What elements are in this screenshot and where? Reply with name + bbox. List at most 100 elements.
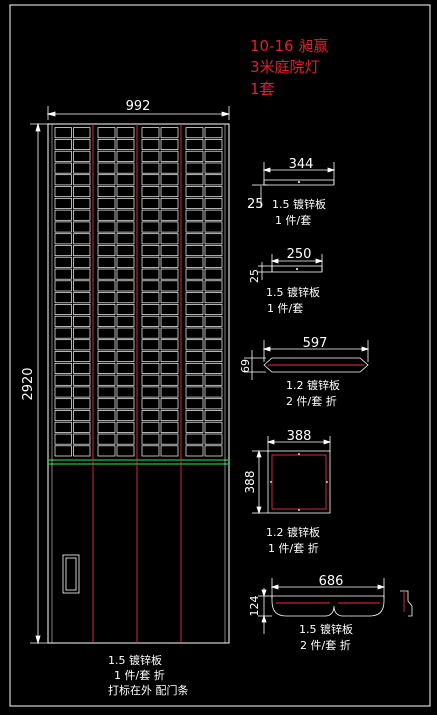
louver-slot bbox=[160, 197, 179, 209]
louver-slot bbox=[54, 315, 72, 327]
louver-slot bbox=[54, 150, 72, 162]
louver-slot bbox=[116, 304, 135, 315]
louver-slot bbox=[97, 362, 116, 374]
part-597: 597 69 1.2 镀锌板 2 件/套 折 bbox=[239, 336, 370, 408]
louver-slot bbox=[54, 245, 72, 257]
louver-slot bbox=[97, 351, 116, 363]
louver-slot bbox=[185, 139, 204, 150]
louver-slot bbox=[160, 433, 179, 445]
louver-slot bbox=[116, 362, 135, 374]
louver-slot bbox=[185, 445, 204, 457]
louver-slot bbox=[97, 386, 116, 398]
part-686-dim-side: 124 bbox=[248, 596, 261, 617]
louver-slot bbox=[73, 245, 91, 257]
louver-slot bbox=[160, 304, 179, 315]
louver-slot bbox=[160, 245, 179, 257]
drawing-frame bbox=[9, 4, 431, 707]
louver-slot bbox=[97, 445, 116, 457]
louver-slot bbox=[73, 374, 91, 386]
louver-grid bbox=[54, 127, 223, 457]
louver-slot bbox=[116, 410, 135, 422]
louver-slot bbox=[116, 374, 135, 386]
louver-slot bbox=[97, 150, 116, 162]
louver-slot bbox=[160, 209, 179, 221]
louver-slot bbox=[185, 339, 204, 351]
louver-slot bbox=[116, 256, 135, 268]
louver-slot bbox=[204, 127, 223, 139]
louver-slot bbox=[73, 362, 91, 374]
louver-slot bbox=[73, 304, 91, 315]
louver-slot bbox=[116, 351, 135, 363]
louver-slot bbox=[54, 186, 72, 198]
louver-slot bbox=[116, 150, 135, 162]
louver-slot bbox=[185, 351, 204, 363]
louver-slot bbox=[141, 374, 160, 386]
part-344-dim-side: 25 bbox=[247, 197, 264, 212]
louver-slot bbox=[54, 221, 72, 233]
part-250-dim-main: 250 bbox=[287, 247, 312, 262]
louver-slot bbox=[141, 162, 160, 174]
louver-slot bbox=[160, 315, 179, 327]
louver-slot bbox=[160, 421, 179, 433]
main-panel bbox=[47, 123, 230, 644]
louver-slot bbox=[185, 256, 204, 268]
louver-slot bbox=[54, 139, 72, 150]
louver-slot bbox=[141, 304, 160, 315]
louver-slot bbox=[204, 362, 223, 374]
louver-slot bbox=[54, 339, 72, 351]
louver-slot bbox=[116, 197, 135, 209]
louver-slot bbox=[160, 280, 179, 292]
louver-slot bbox=[160, 362, 179, 374]
louver-slot bbox=[204, 315, 223, 327]
louver-slot bbox=[73, 256, 91, 268]
louver-slot bbox=[73, 221, 91, 233]
louver-slot bbox=[141, 139, 160, 150]
louver-slot bbox=[97, 256, 116, 268]
part-344-qty: 1 件/套 bbox=[275, 214, 311, 227]
part-388-dim-side: 388 bbox=[243, 471, 257, 494]
louver-slot bbox=[160, 445, 179, 457]
louver-slot bbox=[97, 197, 116, 209]
louver-slot bbox=[116, 315, 135, 327]
louver-slot bbox=[116, 386, 135, 398]
louver-slot bbox=[54, 304, 72, 315]
louver-slot bbox=[97, 421, 116, 433]
louver-slot bbox=[54, 197, 72, 209]
louver-slot bbox=[141, 292, 160, 304]
louver-slot bbox=[204, 327, 223, 339]
title-line-3: 1套 bbox=[250, 80, 275, 98]
main-note-line-3: 打标在外 配门条 bbox=[108, 683, 189, 697]
louver-slot bbox=[97, 398, 116, 410]
louver-slot bbox=[141, 362, 160, 374]
louver-slot bbox=[97, 292, 116, 304]
louver-slot bbox=[73, 186, 91, 198]
louver-slot bbox=[204, 221, 223, 233]
louver-slot bbox=[204, 162, 223, 174]
louver-slot bbox=[73, 197, 91, 209]
louver-slot bbox=[141, 256, 160, 268]
louver-slot bbox=[116, 280, 135, 292]
louver-slot bbox=[116, 186, 135, 198]
part-597-qty: 2 件/套 折 bbox=[286, 394, 337, 408]
louver-slot bbox=[54, 410, 72, 422]
part-250-qty: 1 件/套 bbox=[267, 302, 303, 315]
louver-slot bbox=[204, 139, 223, 150]
louver-slot bbox=[204, 233, 223, 245]
louver-slot bbox=[97, 339, 116, 351]
part-250: 250 25 1.5 镀锌板 1 件/套 bbox=[248, 247, 324, 315]
louver-slot bbox=[54, 268, 72, 280]
louver-slot bbox=[116, 245, 135, 257]
part-686-material: 1.5 镀锌板 bbox=[299, 622, 353, 636]
louver-slot bbox=[141, 197, 160, 209]
main-note-line-1: 1.5 镀锌板 bbox=[108, 653, 162, 667]
louver-slot bbox=[160, 162, 179, 174]
louver-slot bbox=[116, 398, 135, 410]
louver-slot bbox=[97, 209, 116, 221]
louver-slot bbox=[97, 315, 116, 327]
louver-slot bbox=[160, 174, 179, 186]
louver-slot bbox=[141, 351, 160, 363]
part-250-dim-side: 25 bbox=[248, 269, 261, 283]
louver-slot bbox=[116, 233, 135, 245]
louver-slot bbox=[54, 280, 72, 292]
